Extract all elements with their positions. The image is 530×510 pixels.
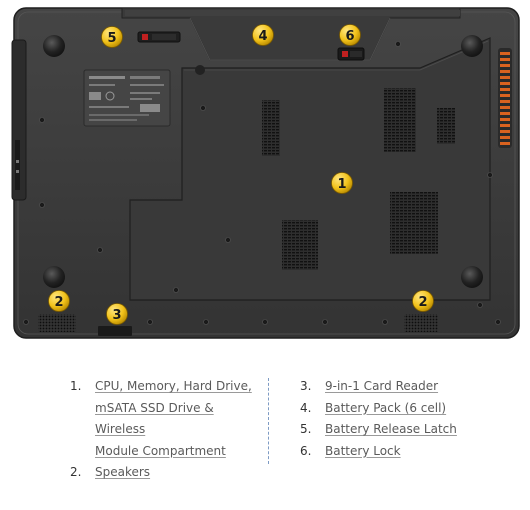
svg-text:3: 3 <box>112 308 121 323</box>
vent-fin <box>500 82 510 85</box>
legend-link-battery-lock[interactable]: Battery Lock <box>325 443 401 458</box>
callout-6: 6 <box>339 24 361 46</box>
vent-fin <box>500 142 510 145</box>
legend-number: 6. <box>300 443 312 458</box>
callout-3: 3 <box>106 303 128 325</box>
callout-5: 5 <box>101 26 123 48</box>
legend-number: 4. <box>300 400 312 415</box>
battery-pack <box>121 7 461 61</box>
vent-fin <box>500 52 510 55</box>
legend-left-column: 1. CPU, Memory, Hard Drive, mSATA SSD Dr… <box>70 376 255 484</box>
card-reader-slot <box>98 326 132 336</box>
legend-item-1[interactable]: 1. CPU, Memory, Hard Drive, mSATA SSD Dr… <box>70 376 255 462</box>
legend-link-speakers[interactable]: Speakers <box>95 465 151 479</box>
legend-number: 3. <box>300 379 312 393</box>
vent-fin <box>500 58 510 61</box>
legend-number: 1. <box>70 379 82 393</box>
legend-link-compartment[interactable]: CPU, Memory, Hard Drive, <box>95 379 252 393</box>
legend-number: 2. <box>70 465 82 479</box>
rubber-feet <box>43 35 483 288</box>
battery-release-latch[interactable] <box>137 31 181 43</box>
vent-fin <box>500 124 510 127</box>
regulatory-label <box>83 69 171 127</box>
battery-lock[interactable] <box>337 47 365 61</box>
callout-2-left: 2 <box>48 290 70 312</box>
svg-text:2: 2 <box>54 295 63 310</box>
side-vent-icon <box>498 48 512 148</box>
legend-link-compartment-line3[interactable]: Module Compartment <box>95 443 226 458</box>
vent-grilles <box>262 88 455 270</box>
legend-item-6[interactable]: 6. Battery Lock <box>300 441 500 463</box>
legend-link-card-reader[interactable]: 9-in-1 Card Reader <box>325 379 439 393</box>
vent-fin <box>500 130 510 133</box>
legend-item-3[interactable]: 3. 9-in-1 Card Reader <box>300 376 500 398</box>
legend-item-2[interactable]: 2. Speakers <box>70 462 255 484</box>
optical-drive-edge <box>11 39 27 201</box>
vent-fin <box>500 112 510 115</box>
svg-text:5: 5 <box>107 31 116 46</box>
vent-fin <box>500 118 510 121</box>
legend-item-5[interactable]: 5. Battery Release Latch <box>300 419 500 441</box>
svg-text:4: 4 <box>258 29 267 44</box>
vent-fin <box>500 94 510 97</box>
callout-4: 4 <box>252 24 274 46</box>
callout-2-right: 2 <box>412 290 434 312</box>
legend-item-4[interactable]: 4. Battery Pack (6 cell) <box>300 398 500 420</box>
vent-fin <box>500 76 510 79</box>
svg-text:2: 2 <box>418 295 427 310</box>
svg-text:1: 1 <box>337 177 346 192</box>
vent-fin <box>500 64 510 67</box>
legend-link-compartment-line2[interactable]: mSATA SSD Drive & Wireless <box>95 400 214 437</box>
laptop-bottom-view: 1 2 2 3 4 5 6 <box>11 7 520 339</box>
legend-link-battery-pack[interactable]: Battery Pack (6 cell) <box>325 400 447 415</box>
vent-fin <box>500 70 510 73</box>
vent-fin <box>500 100 510 103</box>
svg-text:6: 6 <box>345 29 354 44</box>
speaker-grilles <box>38 314 438 332</box>
vent-fin <box>500 136 510 139</box>
legend-link-battery-release-latch[interactable]: Battery Release Latch <box>325 422 457 436</box>
screws <box>23 41 501 325</box>
vent-fin <box>500 106 510 109</box>
vent-fin <box>500 88 510 91</box>
legend-divider <box>268 378 269 464</box>
legend-right-column: 3. 9-in-1 Card Reader 4. Battery Pack (6… <box>300 376 500 462</box>
callout-1: 1 <box>331 172 353 194</box>
legend-number: 5. <box>300 422 312 436</box>
